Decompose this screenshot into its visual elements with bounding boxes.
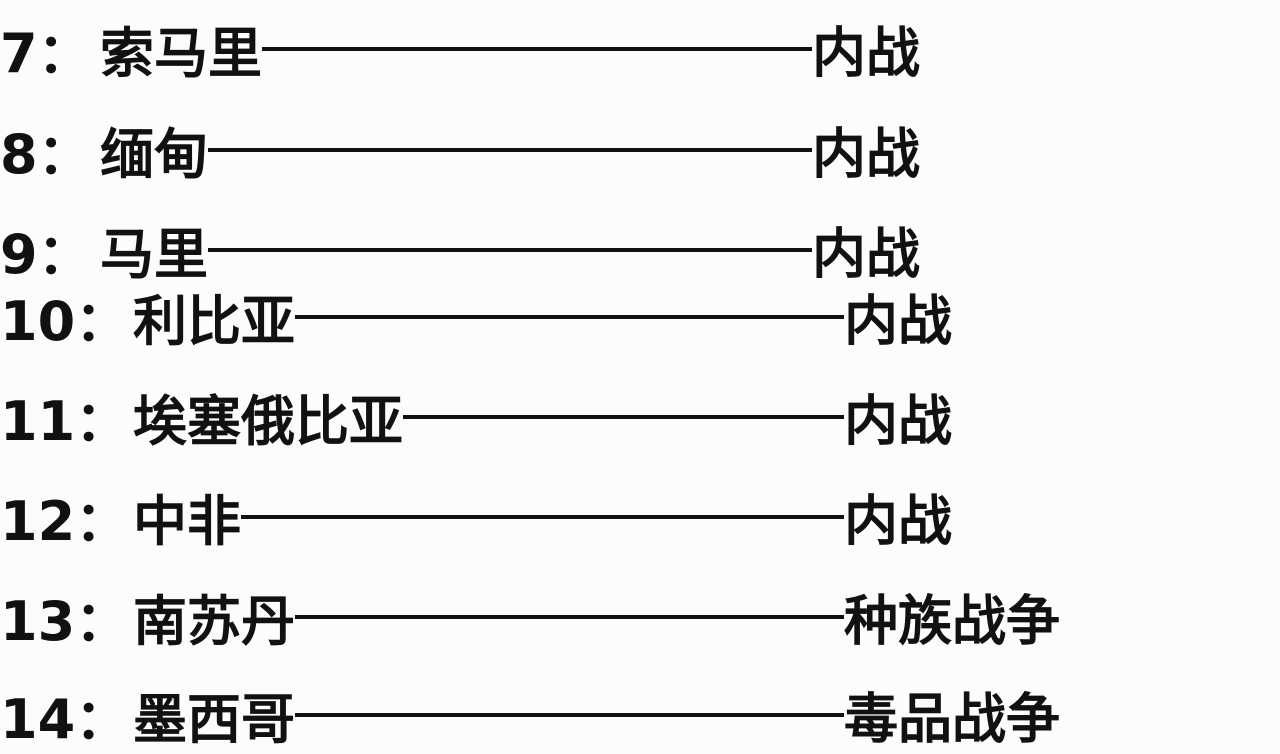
conflict-type: 内战 — [812, 21, 920, 85]
connector-line — [208, 248, 812, 252]
country-name: 南苏丹 — [133, 589, 295, 653]
conflict-type: 种族战争 — [844, 589, 1060, 653]
connector-line — [241, 515, 844, 519]
country-name: 中非 — [133, 489, 241, 553]
connector-line — [295, 315, 844, 319]
country-name: 缅甸 — [100, 122, 208, 186]
item-number: 7： — [0, 21, 92, 85]
connector-line — [208, 148, 812, 152]
item-number: 10： — [0, 289, 130, 353]
conflict-type: 内战 — [812, 222, 920, 286]
conflict-type: 内战 — [812, 122, 920, 186]
conflict-type: 毒品战争 — [844, 687, 1060, 751]
list-item: 10： 利比亚 内战 — [0, 284, 952, 353]
connector-line — [295, 713, 844, 717]
country-name: 索马里 — [100, 21, 262, 85]
list-item: 9： 马里 内战 — [0, 217, 920, 286]
connector-line — [403, 415, 844, 419]
item-number: 14： — [0, 687, 130, 751]
list-item: 11： 埃塞俄比亚 内战 — [0, 384, 952, 453]
item-number: 8： — [0, 122, 92, 186]
connector-line — [295, 615, 844, 619]
country-name: 马里 — [100, 222, 208, 286]
conflict-type: 内战 — [844, 489, 952, 553]
list-item: 14： 墨西哥 毒品战争 — [0, 682, 1060, 751]
list-item: 8： 缅甸 内战 — [0, 117, 920, 186]
connector-line — [262, 47, 812, 51]
list-item: 13： 南苏丹 种族战争 — [0, 584, 1060, 653]
item-number: 11： — [0, 389, 130, 453]
list-item: 12： 中非 内战 — [0, 484, 952, 553]
country-name: 利比亚 — [133, 289, 295, 353]
conflict-type: 内战 — [844, 389, 952, 453]
list-item: 7： 索马里 内战 — [0, 16, 920, 85]
item-number: 13： — [0, 589, 130, 653]
item-number: 12： — [0, 489, 130, 553]
country-name: 埃塞俄比亚 — [133, 389, 403, 453]
conflict-type: 内战 — [844, 289, 952, 353]
item-number: 9： — [0, 222, 92, 286]
country-name: 墨西哥 — [133, 687, 295, 751]
